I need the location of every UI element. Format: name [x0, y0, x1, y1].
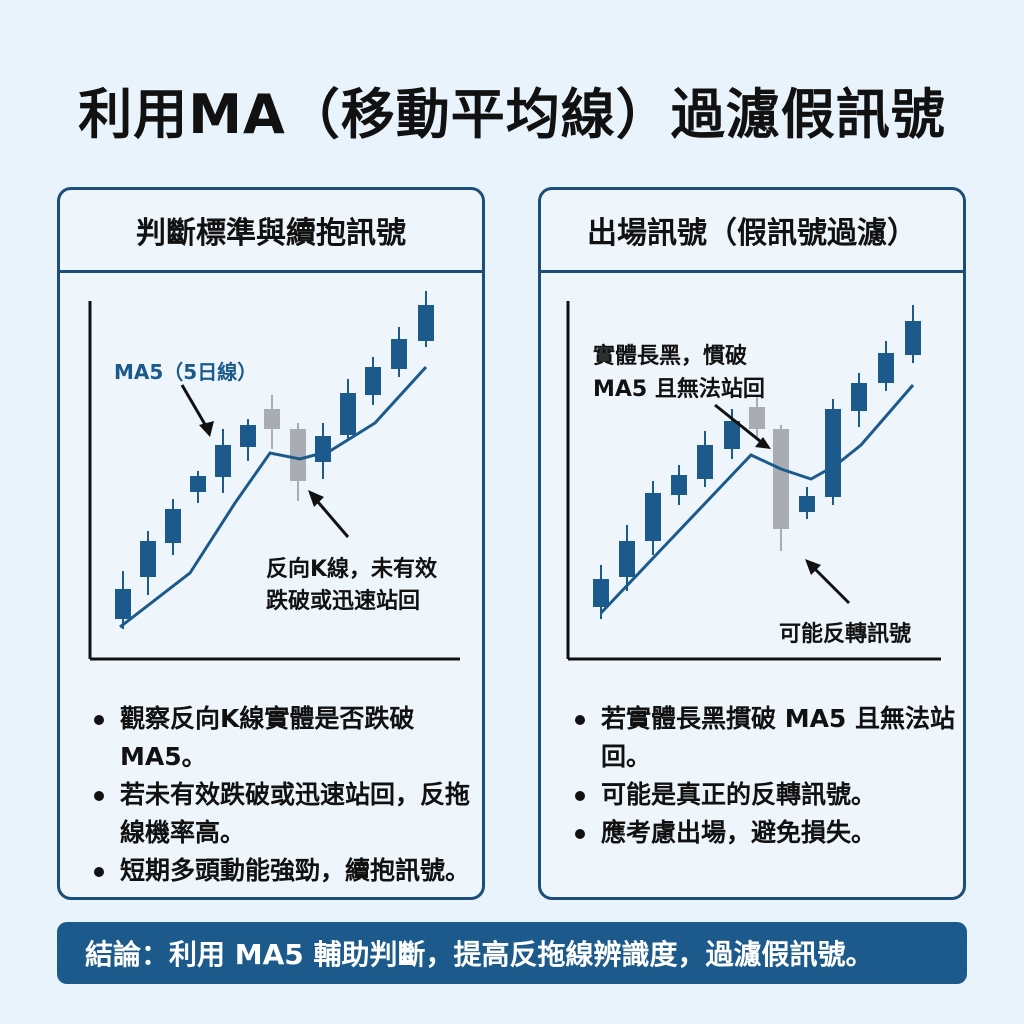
candle-reversal — [290, 423, 306, 501]
reversal-annotation-line1: 反向K線，未有效 — [266, 556, 437, 582]
candle — [671, 465, 687, 505]
hold-signal-bullets: 觀察反向K線實體是否跌破 MA5。 若未有效跌破或迅速站回，反拖線機率高。 短期… — [88, 700, 478, 890]
candle — [215, 429, 231, 493]
reversal-signal-arrow — [809, 563, 851, 605]
candle — [340, 379, 356, 441]
reversal-annotation-line2: 跌破或迅速站回 — [266, 588, 420, 614]
long-black-arrowhead — [755, 437, 771, 449]
page-title: 利用MA（移動平均線）過濾假訊號 — [78, 83, 946, 146]
long-black-arrow — [714, 403, 766, 447]
candle — [593, 565, 609, 619]
candle — [697, 431, 713, 487]
hold-signal-panel: 判斷標準與續抱訊號 MA5（5日線） 反向K線， — [57, 187, 485, 900]
candle-reversal-small — [749, 397, 765, 437]
exit-signal-panel-title: 出場訊號（假訊號過濾） — [541, 190, 963, 273]
candle — [315, 423, 331, 479]
candle — [115, 571, 131, 629]
ma5-label-arrowhead — [199, 421, 214, 437]
candle — [365, 357, 381, 405]
candle — [799, 487, 815, 519]
bullet-item: 應考慮出場，避免損失。 — [569, 814, 959, 852]
ma5-line — [599, 384, 915, 615]
exit-signal-panel: 出場訊號（假訊號過濾） 實體長黑，慣破 MA5 且無法站回 可能反轉訊 — [538, 187, 966, 900]
candle-long-black — [773, 425, 789, 551]
long-black-annotation-line2: MA5 且無法站回 — [593, 376, 765, 402]
candle — [240, 419, 256, 461]
candle — [825, 399, 841, 505]
conclusion-banner: 結論：利用 MA5 輔助判斷，提高反拖線辨識度，過濾假訊號。 — [57, 922, 967, 984]
candle — [190, 471, 206, 503]
long-black-annotation-line1: 實體長黑，慣破 — [593, 343, 747, 369]
candle-reversal-small — [264, 395, 280, 449]
hold-signal-chart: MA5（5日線） 反向K線，未有效 跌破或迅速站回 — [88, 291, 460, 661]
bullet-item: 若實體長黑摜破 MA5 且無法站回。 — [569, 700, 959, 776]
candle — [724, 409, 740, 459]
candle — [391, 327, 407, 377]
bullet-item: 若未有效跌破或迅速站回，反拖線機率高。 — [88, 776, 478, 852]
candle — [165, 499, 181, 555]
hold-signal-panel-title: 判斷標準與續抱訊號 — [60, 190, 482, 273]
candlesticks — [593, 305, 921, 619]
candle — [619, 525, 635, 591]
exit-signal-bullets: 若實體長黑摜破 MA5 且無法站回。 可能是真正的反轉訊號。 應考慮出場，避免損… — [569, 700, 959, 852]
reversal-signal-annotation: 可能反轉訊號 — [779, 621, 911, 647]
bullet-item: 觀察反向K線實體是否跌破 MA5。 — [88, 700, 478, 776]
candle — [905, 305, 921, 363]
ma5-label: MA5（5日線） — [114, 360, 257, 384]
candle — [645, 481, 661, 555]
candlesticks — [115, 291, 434, 629]
candle — [878, 341, 894, 391]
bullet-item: 可能是真正的反轉訊號。 — [569, 776, 959, 814]
reversal-signal-arrowhead — [805, 559, 821, 575]
reversal-arrowhead — [308, 490, 324, 507]
ma5-line — [119, 365, 428, 629]
exit-signal-chart: 實體長黑，慣破 MA5 且無法站回 可能反轉訊號 — [566, 301, 941, 661]
candle — [140, 531, 156, 595]
candle — [851, 373, 867, 427]
bullet-item: 短期多頭動能強勁，續抱訊號。 — [88, 852, 478, 890]
candle — [418, 291, 434, 347]
